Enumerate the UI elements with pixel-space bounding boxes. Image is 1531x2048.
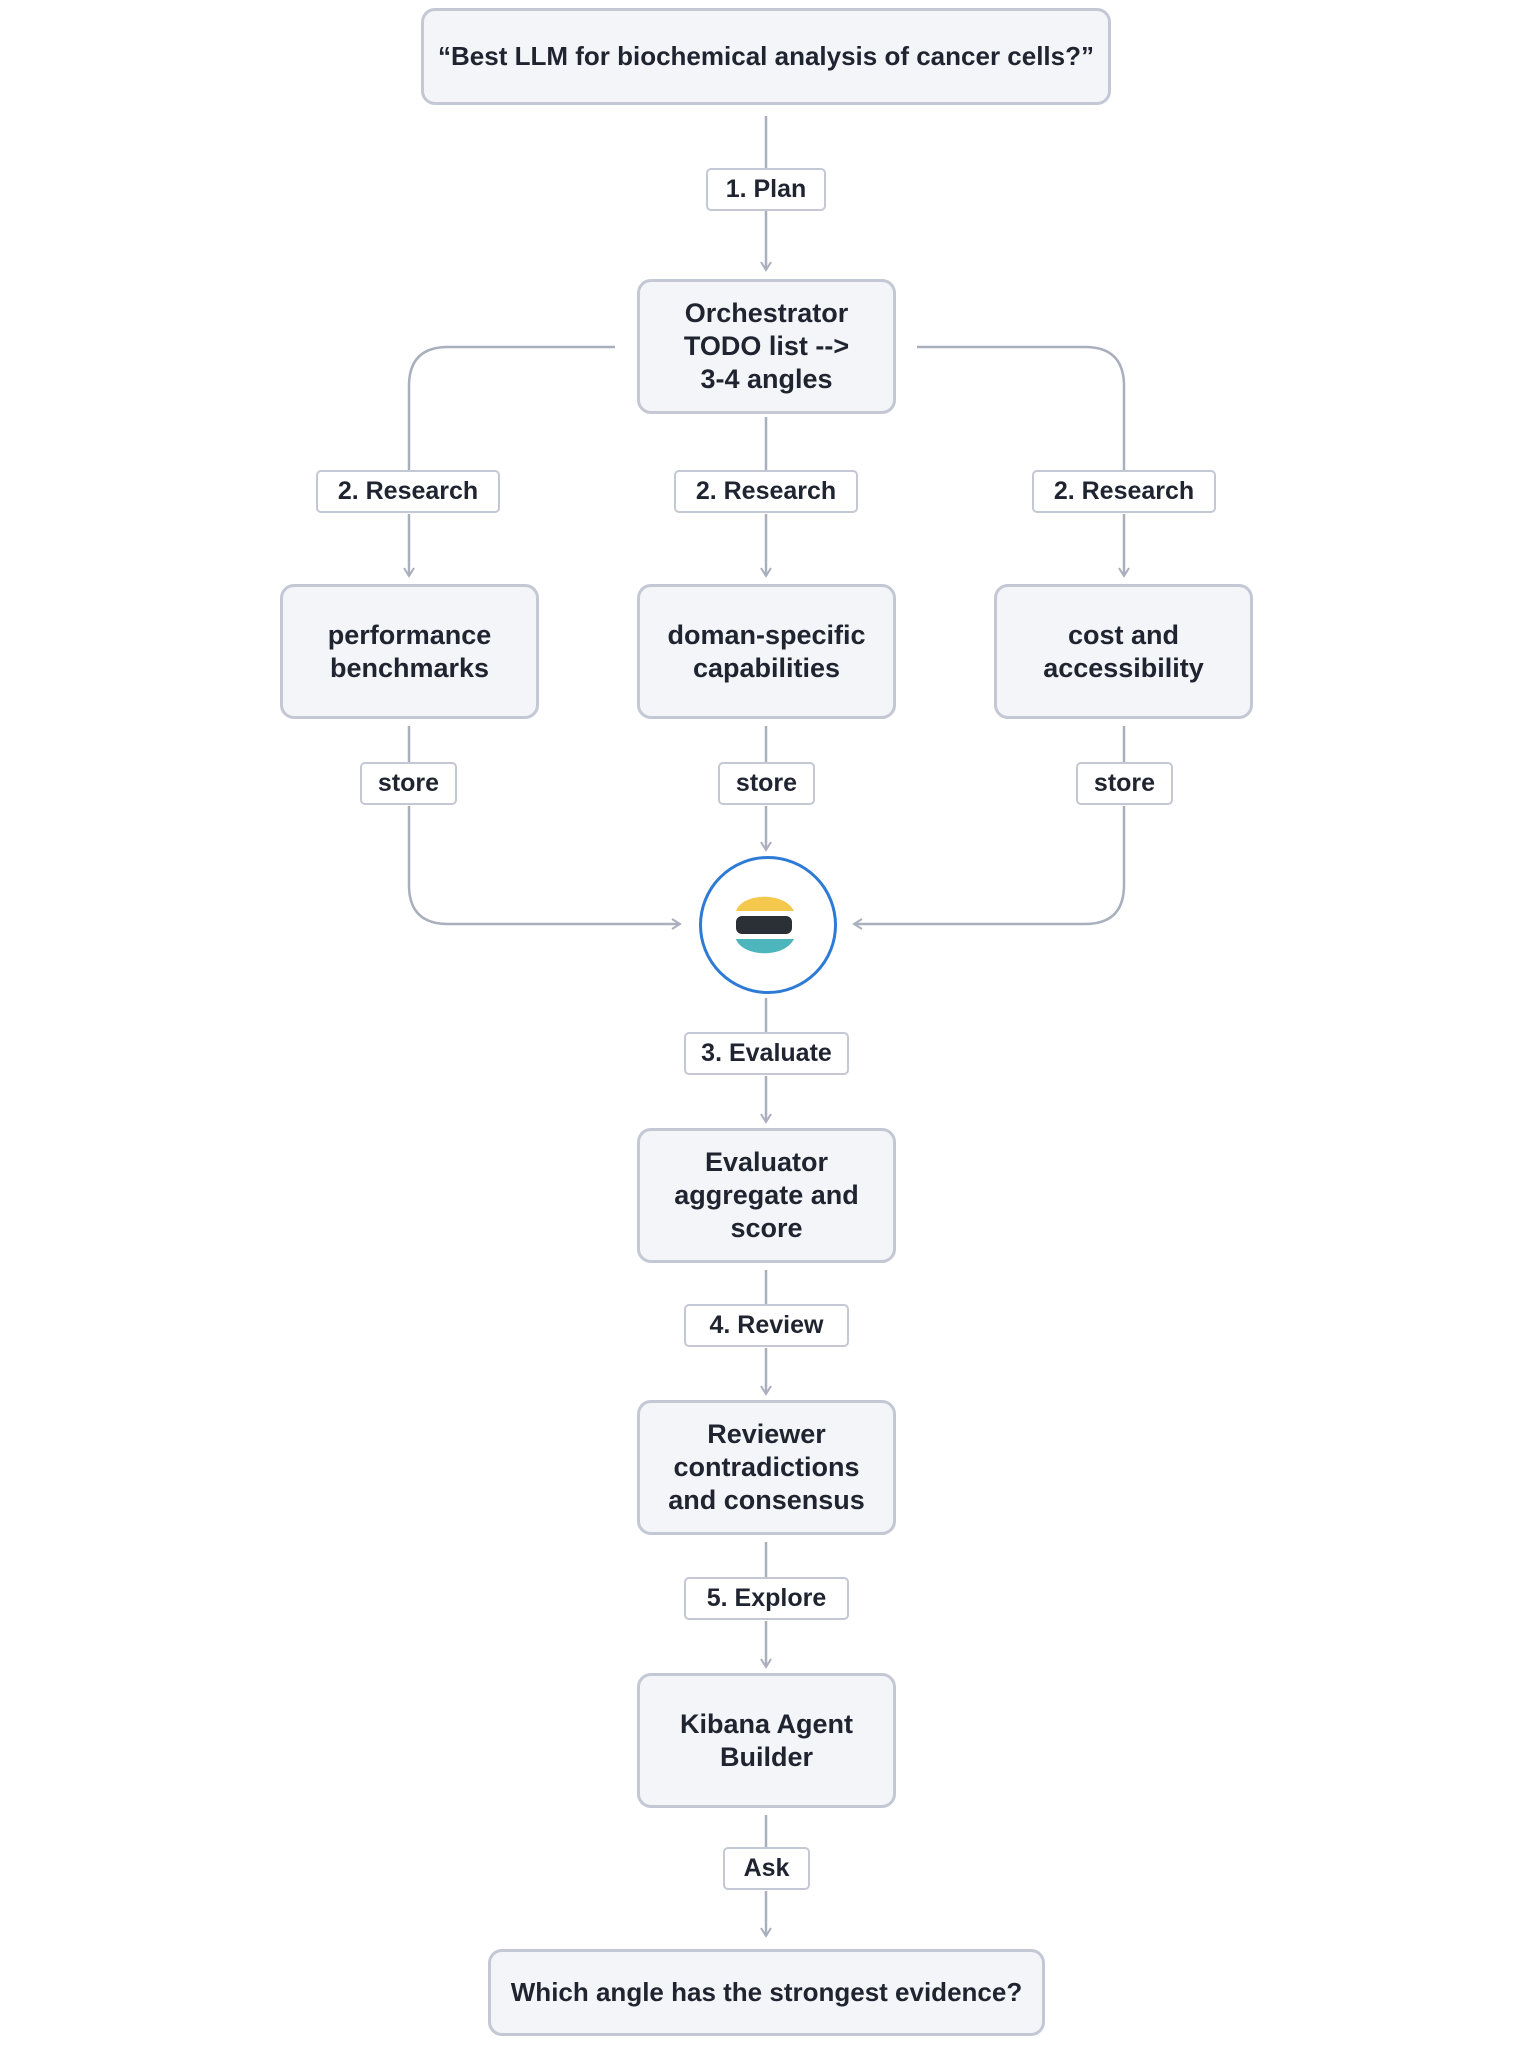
- angle-box-performance: performance benchmarks: [280, 584, 539, 719]
- orchestrator-box: Orchestrator TODO list --> 3-4 angles: [637, 279, 896, 414]
- final-question-box: Which angle has the strongest evidence?: [488, 1949, 1045, 2036]
- angle-left-line-2: benchmarks: [329, 652, 490, 683]
- orchestrator-line-2: TODO list -->: [683, 331, 850, 361]
- reviewer-line-3: and consensus: [668, 1485, 865, 1515]
- elastic-logo-icon: [736, 896, 794, 954]
- explore-step-label: 5. Explore: [684, 1577, 849, 1620]
- research-step-label-left: 2. Research: [316, 470, 500, 513]
- angle-center-line-1: doman-specific: [667, 619, 866, 650]
- arrow-store-left-hub: [407, 806, 682, 930]
- angle-box-domain: doman-specific capabilities: [637, 584, 896, 719]
- angle-center-line-2: capabilities: [692, 652, 841, 683]
- evaluator-box: Evaluator aggregate and score: [637, 1128, 896, 1263]
- reviewer-title: Reviewer: [707, 1419, 826, 1449]
- research-step-label-center: 2. Research: [674, 470, 858, 513]
- research-step-label-right: 2. Research: [1032, 470, 1216, 513]
- ask-step-label: Ask: [723, 1847, 810, 1890]
- evaluator-title: Evaluator: [704, 1147, 829, 1177]
- review-step-label: 4. Review: [684, 1304, 849, 1347]
- angle-box-cost: cost and accessibility: [994, 584, 1253, 719]
- elastic-hub: [699, 856, 837, 994]
- orchestrator-line-3: 3-4 angles: [700, 364, 833, 394]
- angle-right-line-1: cost and: [1067, 619, 1180, 650]
- final-question-text: Which angle has the strongest evidence?: [510, 1977, 1023, 2007]
- reviewer-line-2: contradictions: [673, 1452, 860, 1482]
- question-box: “Best LLM for biochemical analysis of ca…: [421, 8, 1111, 105]
- angle-left-line-1: performance: [327, 619, 492, 650]
- arrow-store-right-hub: [852, 806, 1126, 930]
- kibana-box: Kibana Agent Builder: [637, 1673, 896, 1808]
- line-orchestrator-right: [917, 345, 1126, 470]
- kibana-line-1: Kibana Agent: [679, 1708, 853, 1739]
- plan-step-label: 1. Plan: [706, 168, 826, 211]
- kibana-line-2: Builder: [719, 1741, 813, 1772]
- evaluate-step-label: 3. Evaluate: [684, 1032, 849, 1075]
- store-label-right: store: [1076, 762, 1173, 805]
- angle-right-line-2: accessibility: [1043, 652, 1204, 683]
- question-text: “Best LLM for biochemical analysis of ca…: [438, 41, 1094, 71]
- store-label-left: store: [360, 762, 457, 805]
- orchestrator-title: Orchestrator: [684, 298, 849, 328]
- store-label-center: store: [718, 762, 815, 805]
- reviewer-box: Reviewer contradictions and consensus: [637, 1400, 896, 1535]
- evaluator-line-2: aggregate and: [674, 1180, 859, 1210]
- line-orchestrator-left: [407, 345, 615, 470]
- evaluator-line-3: score: [730, 1213, 803, 1243]
